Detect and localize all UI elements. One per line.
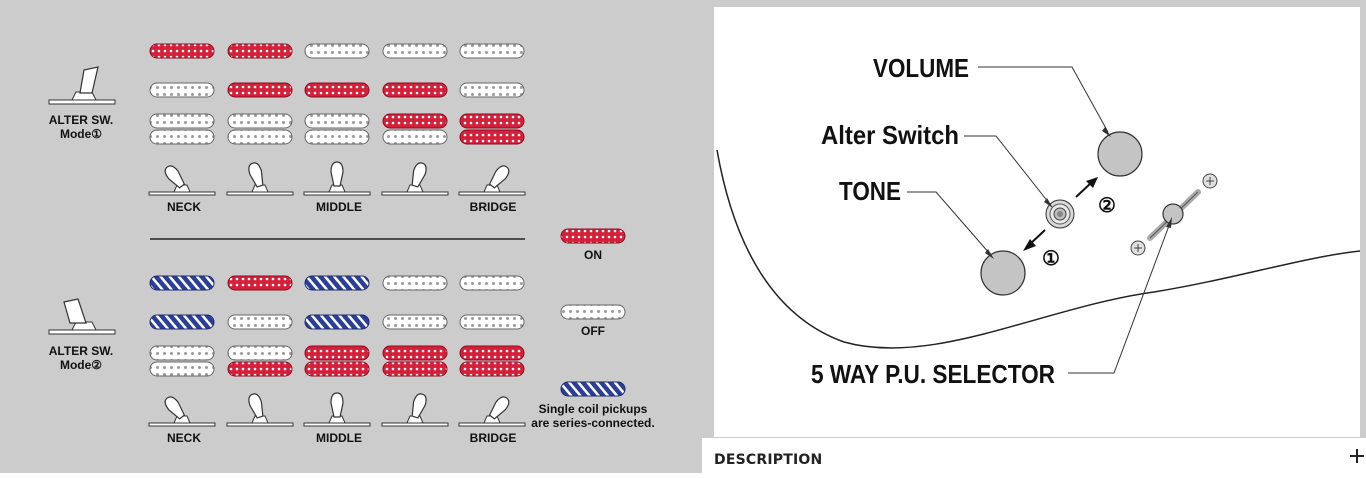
mode2-selector-position-1-icon (148, 396, 216, 427)
mode2-neck-pickup-2 (227, 275, 293, 291)
mode2-middle-pickup-3 (304, 314, 370, 330)
mode1-bridge-coil-a-4 (382, 113, 448, 129)
mode2-selector-position-4-icon (381, 393, 449, 427)
mode2-bridge-coil-b-3 (304, 361, 370, 377)
mode1-bridge-coil-a-5 (459, 113, 525, 129)
mode1-neck-pickup-5 (459, 43, 525, 59)
legend-series-swatch (560, 381, 626, 397)
tone-knob (980, 250, 1026, 296)
volume-leader (978, 66, 1109, 133)
legend-off-label: OFF (581, 324, 605, 338)
legend-on-label: ON (584, 248, 602, 262)
legend-series-line1: Single coil pickups (539, 402, 648, 416)
guitar-controls-diagram: ② ① VOLUME Alter Switch TONE 5 WAY P.U. … (714, 7, 1361, 437)
mode1-selector-position-5-icon (458, 165, 526, 196)
mode2-label-line2: Mode② (60, 358, 102, 372)
position-label-middle-1: MIDDLE (316, 200, 362, 214)
tone-leader (907, 191, 991, 255)
alter-switch-mode2-icon (48, 298, 116, 335)
mode1-selector-position-4-icon (381, 162, 449, 196)
mode1-bridge-coil-b-4 (382, 129, 448, 145)
mode2-neck-pickup-4 (382, 275, 448, 291)
mode1-middle-pickup-1 (149, 82, 215, 98)
volume-label: VOLUME (873, 53, 969, 83)
mode2-bridge-coil-b-1 (149, 361, 215, 377)
position-label-neck-2: NECK (167, 431, 201, 445)
mode2-bridge-coil-b-5 (459, 361, 525, 377)
mode1-selector-position-2-icon (226, 162, 294, 196)
pickup-switching-diagram: ALTER SW. Mode① ALTER SW. Mode② NECK MID… (0, 0, 702, 473)
mode2-selector-position-5-icon (458, 396, 526, 427)
position-label-neck-1: NECK (167, 200, 201, 214)
mode2-neck-pickup-1 (149, 275, 215, 291)
mode2-middle-pickup-1 (149, 314, 215, 330)
mode1-bridge-coil-a-1 (149, 113, 215, 129)
marker-1: ① (1042, 248, 1060, 270)
mode1-middle-pickup-5 (459, 82, 525, 98)
mode1-middle-pickup-4 (382, 82, 448, 98)
mode1-bridge-coil-b-2 (227, 129, 293, 145)
description-accordion[interactable]: DESCRIPTION (702, 438, 1366, 473)
mode1-label-line2: Mode① (60, 127, 102, 141)
mode1-bridge-coil-a-2 (227, 113, 293, 129)
mode1-bridge-coil-a-3 (304, 113, 370, 129)
mode1-neck-pickup-1 (149, 43, 215, 59)
plus-icon[interactable] (1348, 447, 1366, 465)
legend-off-swatch (560, 304, 626, 320)
mode1-neck-pickup-4 (382, 43, 448, 59)
mode2-selector-position-2-icon (226, 393, 294, 427)
mode2-middle-pickup-4 (382, 314, 448, 330)
mode2-bridge-coil-a-1 (149, 345, 215, 361)
mode1-selector-position-1-icon (148, 165, 216, 196)
alter-switch-knob (1045, 199, 1075, 229)
mode2-neck-pickup-3 (304, 275, 370, 291)
position-label-bridge-1: BRIDGE (470, 200, 517, 214)
mode1-middle-pickup-2 (227, 82, 293, 98)
mode2-bridge-coil-b-2 (227, 361, 293, 377)
alter-switch-mode1-icon (48, 66, 116, 105)
position-label-bridge-2: BRIDGE (470, 431, 517, 445)
mode2-middle-pickup-5 (459, 314, 525, 330)
legend-on-swatch (560, 228, 626, 244)
mode1-selector-position-3-icon (303, 161, 371, 196)
position-label-middle-2: MIDDLE (316, 431, 362, 445)
mode1-bridge-coil-b-3 (304, 129, 370, 145)
mode1-bridge-coil-b-5 (459, 129, 525, 145)
alter-switch-label: Alter Switch (821, 120, 959, 150)
mode2-bridge-coil-a-3 (304, 345, 370, 361)
guitar-body-outline (716, 149, 1361, 349)
description-label: DESCRIPTION (714, 452, 823, 468)
mode2-bridge-coil-b-4 (382, 361, 448, 377)
mode2-bridge-coil-a-2 (227, 345, 293, 361)
pickup-diagram-svg: ALTER SW. Mode① ALTER SW. Mode② NECK MID… (48, 43, 655, 445)
mode2-bridge-coil-a-4 (382, 345, 448, 361)
tone-label: TONE (839, 176, 901, 206)
selector-label: 5 WAY P.U. SELECTOR (811, 359, 1055, 389)
mode1-neck-pickup-3 (304, 43, 370, 59)
mode1-label-line1: ALTER SW. (49, 113, 113, 127)
mode2-bridge-coil-a-5 (459, 345, 525, 361)
mode2-middle-pickup-2 (227, 314, 293, 330)
mode2-neck-pickup-5 (459, 275, 525, 291)
arrow-to-2 (1075, 181, 1093, 198)
marker-2: ② (1098, 195, 1116, 217)
legend-series-line2: are series-connected. (531, 416, 654, 430)
volume-knob (1097, 131, 1143, 177)
controls-diagram-svg: ② ① VOLUME Alter Switch TONE 5 WAY P.U. … (716, 53, 1361, 389)
mode1-bridge-coil-b-1 (149, 129, 215, 145)
mode2-label-line1: ALTER SW. (49, 344, 113, 358)
mode1-middle-pickup-3 (304, 82, 370, 98)
mode2-selector-position-3-icon (303, 392, 371, 427)
selector-leader (1068, 222, 1171, 374)
alter-leader (964, 135, 1050, 204)
mode1-neck-pickup-2 (227, 43, 293, 59)
five-way-selector (1130, 173, 1218, 256)
